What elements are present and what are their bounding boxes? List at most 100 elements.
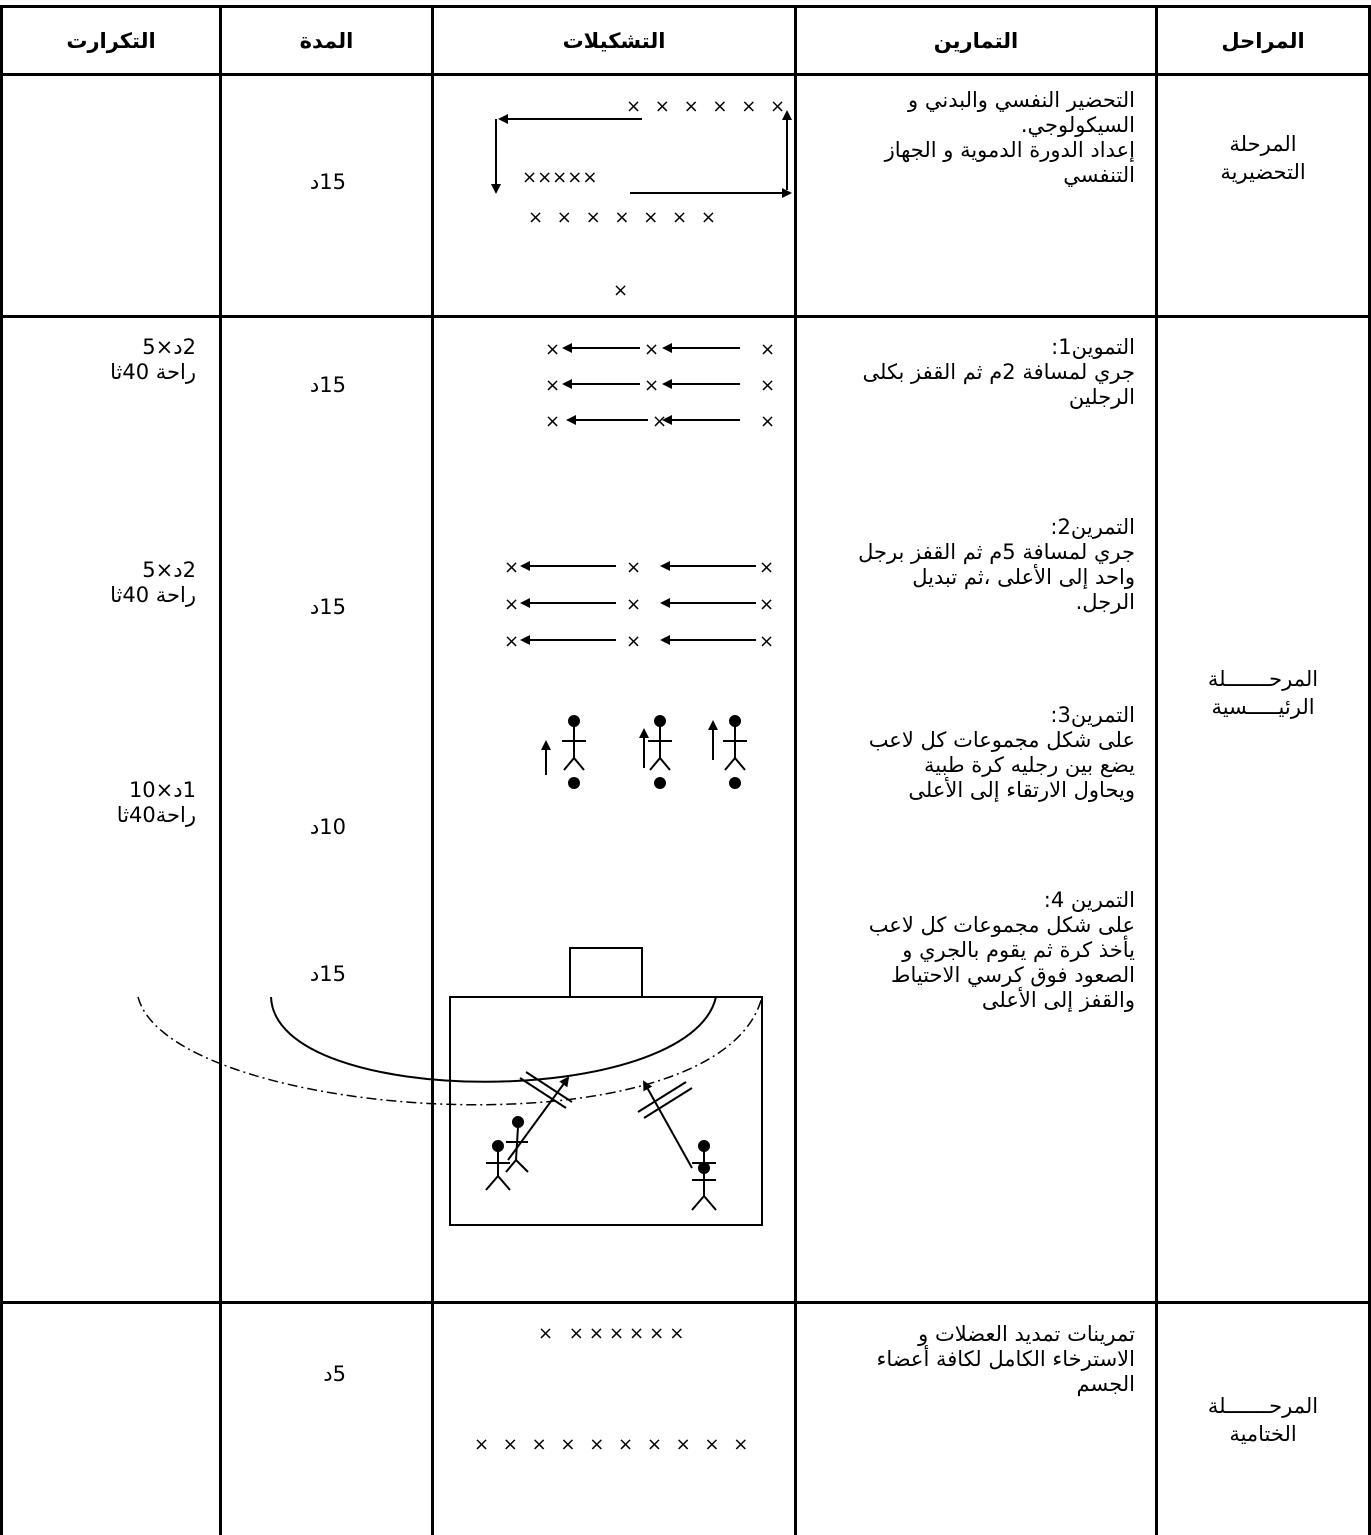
phase1-name: المرحلة التحضيرية — [1158, 130, 1368, 186]
ex3-line2: يضع بين رجليه كرة طبية — [923, 753, 1135, 777]
ex3-duration: 10د — [309, 815, 346, 839]
ex3-text: التمرين3: على شكل مجموعات كل لاعب يضع بي… — [869, 703, 1135, 803]
svg-text:×: × — [545, 375, 560, 396]
table-border-left — [0, 5, 3, 1535]
phase1-exercises: التحضير النفسي والبدني و السيكولوجي. إعد… — [885, 88, 1135, 188]
ex4-duration: 15د — [309, 962, 346, 986]
phase3-ex-line3: الجسم — [1076, 1372, 1136, 1396]
ex1-rep-line1: 2د×5 — [142, 335, 196, 359]
phase3-ex-line1: تمرينات تمديد العضلات و — [918, 1322, 1135, 1346]
ex1-line2: الرجلين — [1068, 385, 1135, 409]
phase1-circuit-arrows — [491, 110, 792, 198]
ex1-rep-line2: راحة 40ثا — [110, 360, 196, 384]
ex3-players — [541, 715, 747, 789]
phase1-name-line2: التحضيرية — [1220, 160, 1306, 184]
header-repetitions: التكرارت — [66, 29, 156, 53]
ex2-repetitions: 2د×5 راحة 40ثا — [110, 558, 196, 608]
svg-text:×: × — [759, 557, 774, 578]
ex4-title: التمرين 4: — [1043, 888, 1135, 912]
ex3-rep-line2: راحة40ثا — [116, 803, 196, 827]
svg-text:×: × — [759, 594, 774, 615]
svg-text:×: × — [504, 557, 519, 578]
col-divider-4 — [1155, 5, 1158, 1535]
header-formations: التشكيلات — [562, 29, 666, 53]
svg-text:×: × — [504, 594, 519, 615]
ex2-line2: واحد إلى الأعلى ،ثم تبديل — [912, 565, 1135, 589]
col-divider-1 — [219, 5, 222, 1535]
phase3-name-line1: المرحـــــــلة — [1207, 1394, 1319, 1418]
svg-text:×: × — [626, 594, 641, 615]
phase2-name-line2: الرئيـــــسية — [1211, 695, 1315, 719]
ex3-title: التمرين3: — [1050, 703, 1135, 727]
ex2-text: التمرين2: جري لمسافة 5م ثم القفز برجل وا… — [858, 515, 1135, 615]
ex1-arrows — [562, 343, 740, 425]
phase3-name: المرحـــــــلة الختامية — [1158, 1392, 1368, 1448]
ex2-line1: جري لمسافة 5م ثم القفز برجل — [858, 540, 1135, 564]
phase3-duration: 5د — [323, 1362, 346, 1386]
ex4-court — [137, 947, 763, 1226]
svg-text:×: × — [652, 411, 667, 432]
phase3-x-row-top: × ×××××× — [538, 1323, 701, 1344]
phase1-ex-line2: السيكولوجي. — [1020, 113, 1135, 137]
ex4-benches — [519, 1071, 693, 1119]
phase3-name-line2: الختامية — [1229, 1422, 1297, 1446]
phase1-ex-line1: التحضير النفسي والبدني و — [908, 88, 1135, 112]
ex1-text: التموين1: جري لمسافة 2م ثم القفز بكلى ال… — [862, 335, 1135, 410]
header-duration: المدة — [299, 29, 354, 53]
ex2-title: التمرين2: — [1050, 515, 1135, 539]
phase1-name-line1: المرحلة — [1229, 132, 1297, 156]
svg-text:×: × — [644, 339, 659, 360]
ex3-rep-line1: 1د×10 — [128, 778, 196, 802]
table-border-right — [1368, 5, 1371, 1535]
ex3-line3: ويحاول الارتقاء إلى الأعلى — [908, 778, 1135, 802]
ex4-movement-arrows — [507, 1076, 693, 1169]
table-border-top — [0, 5, 1371, 8]
phase1-x-leader: × — [613, 280, 633, 301]
col-divider-2 — [431, 5, 434, 1535]
phase1-x-row-bottom: × × × × × × × — [528, 207, 720, 228]
phase2-name: المرحـــــــلة الرئيـــــسية — [1158, 665, 1368, 721]
ex2-rep-line2: راحة 40ثا — [110, 583, 196, 607]
svg-text:×: × — [545, 339, 560, 360]
row2-divider — [0, 1301, 1371, 1304]
header-divider — [0, 73, 1371, 76]
svg-text:×: × — [644, 375, 659, 396]
ex1-line1: جري لمسافة 2م ثم القفز بكلى — [862, 360, 1135, 384]
phase1-ex-line4: التنفسي — [1063, 163, 1135, 187]
col-divider-3 — [794, 5, 797, 1535]
ex2-line3: الرجل. — [1075, 590, 1135, 614]
svg-text:×: × — [759, 631, 774, 652]
svg-text:×: × — [760, 411, 775, 432]
svg-text:×: × — [545, 411, 560, 432]
svg-text:×: × — [626, 631, 641, 652]
ex4-players — [485, 1116, 717, 1211]
ex2-arrows — [520, 561, 756, 645]
ex1-title: التموين1: — [1051, 335, 1135, 359]
ex4-line3: الصعود فوق كرسي الاحتياط — [891, 963, 1135, 987]
phase1-ex-line3: إعداد الدورة الدموية و الجهاز — [884, 138, 1135, 162]
row1-divider — [0, 315, 1371, 318]
ex3-repetitions: 1د×10 راحة40ثا — [117, 778, 196, 828]
svg-text:×: × — [760, 375, 775, 396]
phase3-exercises: تمرينات تمديد العضلات و الاسترخاء الكامل… — [876, 1322, 1135, 1397]
ex2-markers: ××× ××× ××× — [504, 557, 774, 652]
svg-text:×: × — [504, 631, 519, 652]
ex1-markers: × × × × × × × × × — [545, 339, 775, 432]
phase1-x-row-top: × × × × × × — [626, 96, 790, 117]
phase1-x-row-middle: ××××× — [522, 167, 598, 188]
ex4-text: التمرين 4: على شكل مجموعات كل لاعب يأخذ … — [869, 888, 1135, 1013]
ex1-duration: 15د — [309, 373, 346, 397]
ex4-line4: والقفز إلى الأعلى — [981, 988, 1135, 1012]
phase2-name-line1: المرحـــــــلة — [1207, 667, 1319, 691]
phase3-ex-line2: الاسترخاء الكامل لكافة أعضاء — [876, 1347, 1135, 1371]
ex3-line1: على شكل مجموعات كل لاعب — [868, 728, 1135, 752]
ex4-line1: على شكل مجموعات كل لاعب — [868, 913, 1135, 937]
ex4-line2: يأخذ كرة ثم يقوم بالجري و — [902, 938, 1135, 962]
svg-text:×: × — [760, 339, 775, 360]
header-phases: المراحل — [1221, 29, 1305, 53]
phase3-x-row-bottom: × × × × × × × × × × — [474, 1434, 753, 1455]
ex2-duration: 15د — [309, 595, 346, 619]
ex2-rep-line1: 2د×5 — [142, 558, 196, 582]
header-exercises: التمارين — [933, 29, 1019, 53]
